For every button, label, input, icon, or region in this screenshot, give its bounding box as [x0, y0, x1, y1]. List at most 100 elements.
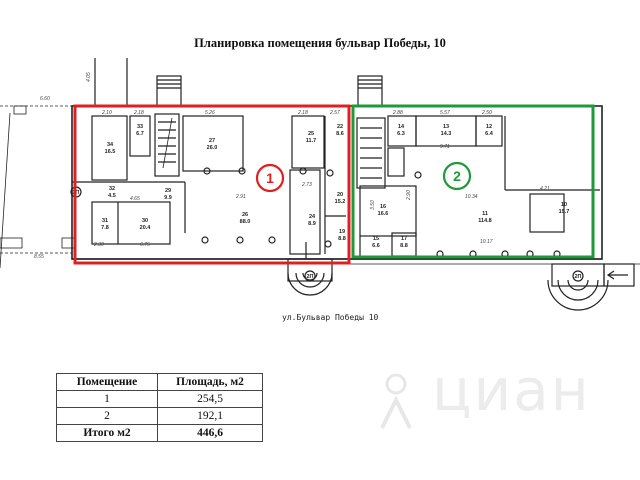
- svg-text:114.8: 114.8: [478, 218, 491, 224]
- dim-label: 2.10: [101, 110, 112, 116]
- room-label: 146.3: [397, 124, 405, 137]
- location-pin-icon: [380, 373, 412, 429]
- room-label: 299.9: [164, 188, 172, 201]
- svg-text:26: 26: [242, 212, 248, 218]
- dim-label: 5.57: [440, 110, 450, 116]
- svg-text:14: 14: [398, 124, 405, 130]
- area-cell: 192,1: [157, 407, 263, 425]
- svg-text:14.3: 14.3: [441, 131, 452, 137]
- svg-text:17: 17: [401, 236, 407, 242]
- svg-text:8.8: 8.8: [338, 236, 346, 242]
- area-cell: 254,5: [157, 390, 263, 408]
- zone-1-outline: [73, 104, 351, 265]
- dim-label: 4.21: [540, 186, 550, 192]
- floor-plan: 6.60 4.05 8.55 2.10 2.18 5.26 2.18 2.57 …: [0, 58, 640, 348]
- room-label: 228.6: [336, 124, 344, 137]
- page-title: Планировка помещения бульвар Победы, 10: [194, 36, 446, 50]
- total-label: Итого м2: [56, 424, 158, 442]
- watermark: циан: [368, 350, 589, 440]
- dim-label: 9.71: [440, 144, 450, 150]
- room-label: 248.9: [308, 214, 316, 227]
- svg-text:33: 33: [137, 124, 143, 130]
- dim-label: 2.30: [93, 242, 104, 248]
- svg-text:25: 25: [308, 131, 314, 137]
- svg-text:30: 30: [142, 218, 148, 224]
- dim-label: 10.34: [465, 194, 478, 200]
- room-label: 178.8: [400, 236, 408, 249]
- total-area: 446,6: [157, 424, 263, 442]
- table-row: 1 254,5: [56, 390, 263, 408]
- svg-text:16: 16: [380, 204, 386, 210]
- room-label: 156.6: [372, 236, 380, 249]
- table-total-row: Итого м2 446,6: [56, 424, 263, 442]
- svg-text:34: 34: [107, 142, 114, 148]
- svg-text:20.4: 20.4: [140, 225, 152, 231]
- dim-label: 2.88: [392, 110, 403, 116]
- dim-label: 4.65: [130, 196, 140, 202]
- room-cell: 1: [56, 390, 158, 408]
- dim-label: 2.91: [235, 194, 246, 200]
- dim-label: 2.90: [406, 190, 412, 201]
- room-label: 324.5: [108, 186, 116, 199]
- svg-text:4.5: 4.5: [108, 193, 116, 199]
- svg-text:16.6: 16.6: [378, 211, 389, 217]
- svg-text:88.0: 88.0: [240, 219, 251, 225]
- svg-text:6.3: 6.3: [397, 131, 405, 137]
- dim-label: 10.17: [480, 239, 493, 245]
- svg-text:1: 1: [266, 170, 274, 186]
- svg-text:32: 32: [109, 186, 115, 192]
- watermark-text: циан: [432, 356, 591, 424]
- zone-2-badge: 2: [442, 161, 472, 191]
- street-label: ул.Бульвар Победы 10: [282, 312, 379, 322]
- dim-label: 2.73: [301, 182, 312, 188]
- entrance-label: 2П: [306, 274, 313, 280]
- svg-text:8.8: 8.8: [400, 243, 408, 249]
- svg-text:13: 13: [443, 124, 449, 130]
- svg-text:8.6: 8.6: [336, 131, 344, 137]
- dim-label: 5.26: [205, 110, 215, 116]
- svg-text:6.7: 6.7: [136, 131, 144, 137]
- svg-text:12: 12: [486, 124, 492, 130]
- svg-text:27: 27: [209, 138, 215, 144]
- entrance-label: 2П: [574, 274, 581, 280]
- table-row: 2 192,1: [56, 407, 263, 425]
- dim-label: 4.05: [86, 72, 92, 82]
- dim-label: 6.60: [40, 96, 50, 102]
- dim-label: 2.18: [133, 110, 144, 116]
- room-label: 126.4: [485, 124, 494, 137]
- room-cell: 2: [56, 407, 158, 425]
- svg-text:6.4: 6.4: [485, 131, 494, 137]
- svg-text:19: 19: [339, 229, 345, 235]
- svg-text:22: 22: [337, 124, 343, 130]
- svg-text:15.7: 15.7: [559, 209, 570, 215]
- svg-text:7.8: 7.8: [101, 225, 109, 231]
- room-label: 317.8: [101, 218, 109, 231]
- svg-text:15.2: 15.2: [335, 199, 346, 205]
- svg-text:8.9: 8.9: [308, 221, 316, 227]
- column-header: Помещение: [56, 373, 158, 391]
- svg-text:9.9: 9.9: [164, 195, 172, 201]
- column-header: Площадь, м2: [157, 373, 263, 391]
- room-label: 198.8: [338, 229, 346, 242]
- dim-label: 2.18: [297, 110, 308, 116]
- dim-label: 6.75: [140, 242, 150, 248]
- svg-text:16.5: 16.5: [105, 149, 116, 155]
- svg-text:11.7: 11.7: [306, 138, 316, 144]
- zone-2-outline: [351, 104, 595, 259]
- svg-text:29: 29: [165, 188, 171, 194]
- svg-text:10: 10: [561, 202, 567, 208]
- room-label: 336.7: [136, 124, 144, 137]
- dim-label: 2.57: [329, 110, 340, 116]
- dim-label: 3.50: [370, 200, 376, 210]
- svg-text:2: 2: [453, 168, 461, 184]
- zone-1-badge: 1: [255, 163, 285, 193]
